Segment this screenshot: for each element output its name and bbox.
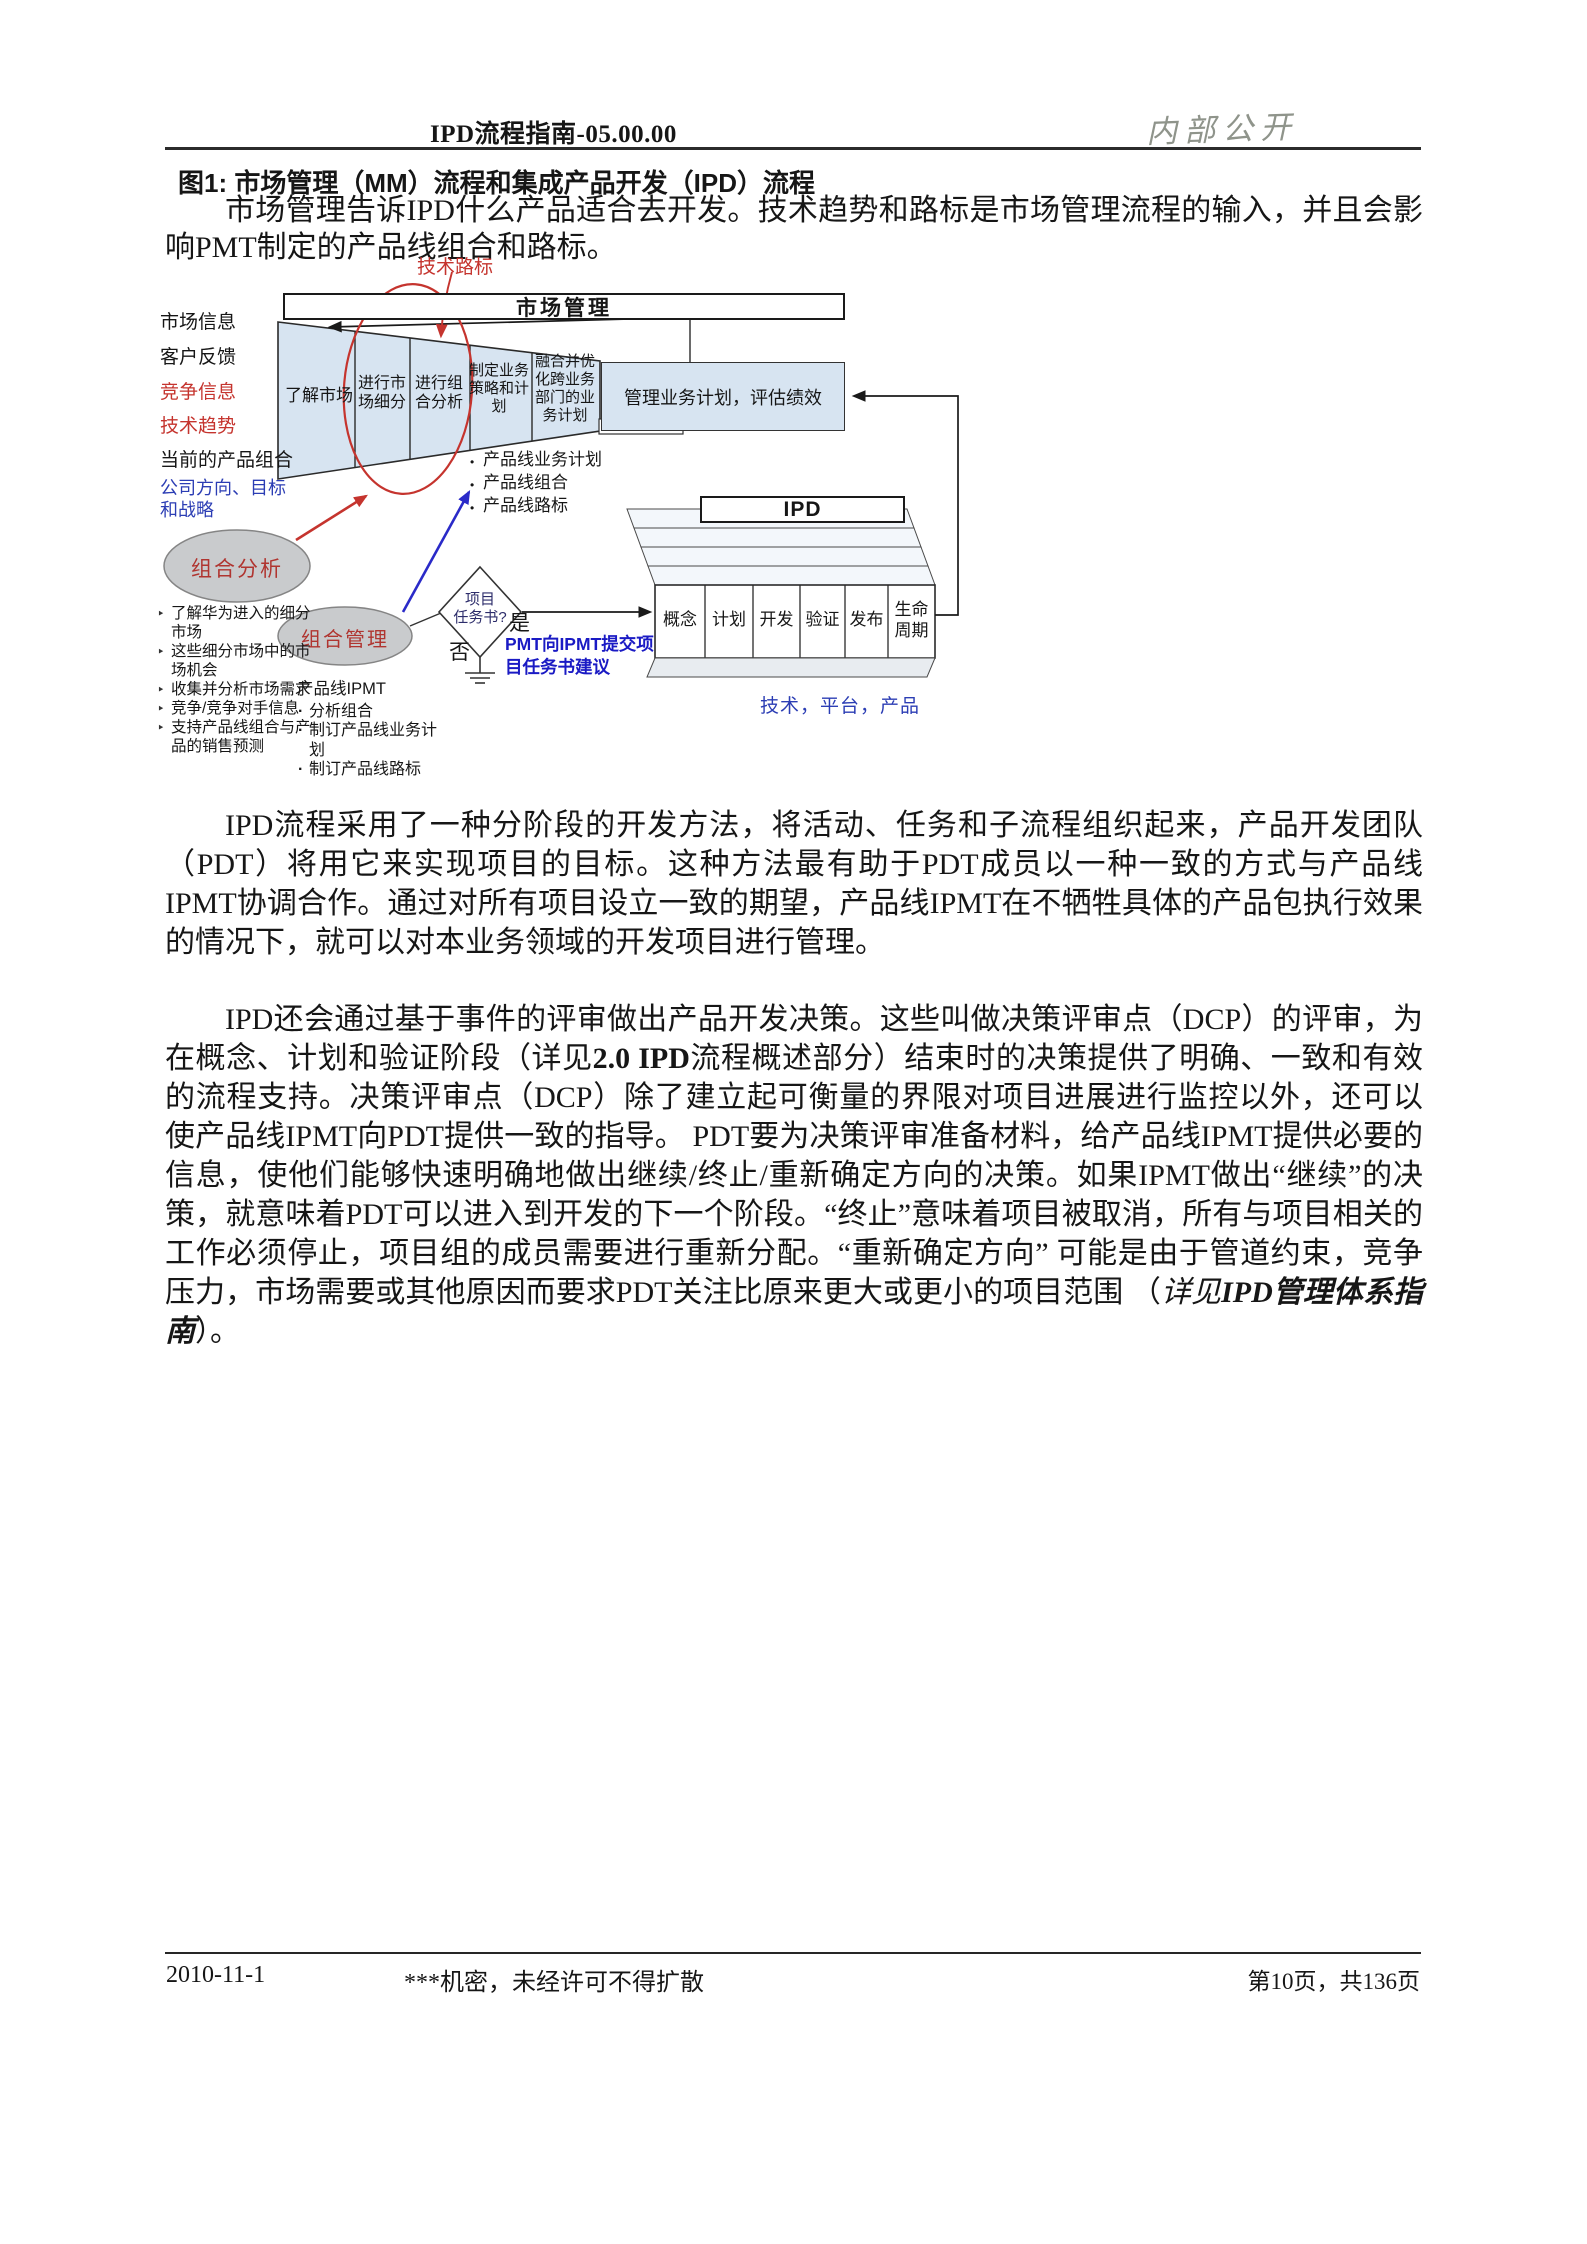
- activity-item: 了解华为进入的细分市场: [157, 604, 315, 642]
- manage-business-plan-box: 管理业务计划，评估绩效: [601, 362, 845, 431]
- footer-page-number: 第10页，共136页: [1247, 1969, 1421, 1994]
- ipd-phase-concept: 概念: [663, 610, 697, 629]
- output-portfolio: 产品线组合: [468, 471, 648, 497]
- ipd-phase-verify: 验证: [805, 610, 840, 629]
- ipmt-item: 分析组合: [297, 702, 445, 722]
- input-competition-info: 竞争信息: [160, 382, 237, 403]
- input-market-info: 市场信息: [160, 312, 237, 333]
- portfolio-analysis-arrow: [295, 494, 368, 542]
- footer-date: 2010-11-1: [166, 1962, 266, 1988]
- mm-feedback-arrow: [327, 318, 629, 333]
- diamond-no-label: 否: [449, 641, 470, 664]
- output-business-plan: 产品线业务计划: [468, 448, 648, 474]
- input-current-portfolio: 当前的产品组合: [160, 450, 294, 471]
- ipd-bar: IPD: [700, 496, 905, 523]
- ipd-phase-lifecycle: 生命周期: [894, 600, 929, 640]
- figure-title: 图1: 市场管理（MM）流程和集成产品开发（IPD）流程: [178, 168, 816, 198]
- body-paragraph-1: IPD流程采用了一种分阶段的开发方法，将活动、任务和子流程组织起来，产品开发团队…: [165, 809, 1423, 959]
- activity-item: 收集并分析市场需求: [157, 680, 315, 699]
- ipd-phase-release: 发布: [849, 610, 884, 629]
- market-management-bar: 市场管理: [283, 293, 845, 320]
- input-customer-feedback: 客户反馈: [160, 347, 237, 368]
- body-paragraph-2: IPD还会通过基于事件的评审做出产品开发决策。这些叫做决策评审点（DCP）的评审…: [165, 1003, 1423, 1348]
- tech-platform-product-label: 技术，平台，产品: [760, 696, 921, 717]
- ipmt-title: 产品线IPMT: [297, 680, 386, 698]
- funnel-stage-understand-market: 了解市场: [285, 386, 353, 405]
- focus-ellipse: [342, 283, 474, 495]
- ipd-phase-develop: 开发: [759, 610, 794, 629]
- activity-item: 竞争/竞争对手信息: [157, 699, 315, 718]
- funnel-stage-segmentation: 进行市场细分: [357, 375, 406, 411]
- activity-item: 支持产品线组合与产品的销售预测: [157, 718, 315, 756]
- header-title: IPD流程指南-05.00.00: [430, 121, 677, 148]
- charter-proposal-text: PMT向IPMT提交项目任务书建议: [505, 634, 654, 677]
- header-stamp: 内部公开: [1145, 109, 1299, 150]
- mgmt-to-diamond-line: [409, 612, 442, 627]
- funnel-stage-strategy-plan: 制定业务策略和计划: [468, 362, 529, 415]
- input-tech-trend: 技术趋势: [160, 416, 237, 437]
- tech-roadmap-label: 技术路标: [417, 257, 494, 278]
- intro-paragraph: 市场管理告诉IPD什么产品适合去开发。技术趋势和路标是市场管理流程的输入，并且会…: [165, 194, 1423, 264]
- portfolio-analysis-label: 组合分析: [191, 558, 283, 581]
- portfolio-analysis-ellipse: [163, 529, 311, 603]
- output-roadmap: 产品线路标: [468, 494, 648, 520]
- ipd-feedback-arrow: [851, 390, 959, 616]
- ipmt-item: 制订产品线业务计划: [297, 721, 445, 760]
- footer-rule: [165, 1952, 1421, 1954]
- ipmt-items: 分析组合 制订产品线业务计划 制订产品线路标: [297, 702, 445, 780]
- funnel-stage-optimize-plan: 融合并优化跨业务部门的业务计划: [534, 353, 595, 424]
- diamond-yes-label: 是: [509, 612, 530, 635]
- diamond-text-line2: 任务书?: [453, 609, 507, 626]
- portfolio-mgmt-label: 组合管理: [301, 629, 389, 651]
- header-rule: [165, 147, 1421, 150]
- input-company-direction: 公司方向、目标和战略: [160, 478, 286, 520]
- mm-activities-list: 了解华为进入的细分市场 这些细分市场中的市场机会 收集并分析市场需求 竞争/竞争…: [157, 604, 315, 756]
- mm-outputs-list: 产品线业务计划 产品线组合 产品线路标: [468, 448, 648, 520]
- ipd-stack: [626, 508, 936, 678]
- activity-item: 这些细分市场中的市场机会: [157, 642, 315, 680]
- diamond-text-line1: 项目: [464, 591, 495, 608]
- portfolio-mgmt-arrow: [401, 489, 471, 613]
- ipmt-item: 制订产品线路标: [297, 760, 445, 780]
- ground-symbol: [465, 657, 495, 684]
- footer-confidential-notice: ***机密，未经许可不得扩散: [404, 1970, 704, 1996]
- ipd-phase-plan: 计划: [712, 610, 746, 629]
- funnel-stage-portfolio-analysis: 进行组合分析: [414, 375, 463, 411]
- ipmt-block: 产品线IPMT 分析组合 制订产品线业务计划 制订产品线路标: [297, 680, 445, 780]
